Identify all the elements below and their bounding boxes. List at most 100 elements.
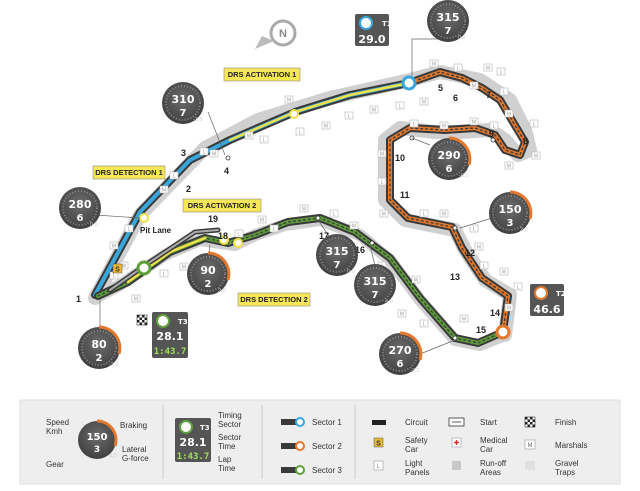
- marshal-post-icon: [469, 81, 479, 90]
- t1-time: 29.0: [358, 33, 385, 46]
- svg-text:Areas: Areas: [480, 468, 501, 477]
- marshal-post-icon: [397, 309, 407, 318]
- safety-car-icon: S: [112, 263, 123, 274]
- light-panel-icon: [124, 224, 134, 233]
- svg-text:Gravel: Gravel: [555, 459, 579, 468]
- gauge-gear: 7: [334, 260, 341, 271]
- stopwatch-icon: [534, 286, 548, 300]
- marshal-post-letter: M: [507, 306, 511, 312]
- gauge-gear: 2: [205, 279, 212, 290]
- light-panel-letter: L: [163, 272, 166, 278]
- svg-text:3: 3: [94, 445, 100, 455]
- marshal-post-letter: M: [287, 98, 291, 104]
- marshal-post-letter: M: [534, 154, 538, 160]
- sector-markers: [136, 75, 511, 340]
- svg-text:T3: T3: [200, 424, 210, 432]
- turn-13-label: 13: [450, 272, 460, 282]
- turn-15-label: 15: [476, 325, 486, 335]
- gauge-gear: 7: [445, 26, 452, 37]
- marshal-post-icon: [504, 303, 514, 312]
- marshal-post-letter: M: [486, 66, 490, 72]
- sector-3-marker: [136, 260, 152, 276]
- turn-11-label: 11: [400, 190, 410, 200]
- gauge-speed: 90: [200, 264, 216, 277]
- marshal-post-letter: M: [134, 297, 138, 303]
- light-panel-letter: L: [238, 232, 241, 238]
- turn-4-label: 4: [224, 166, 229, 176]
- drs-detection-2-label: DRS DETECTION 2: [240, 295, 308, 304]
- marshal-post-icon: [469, 117, 479, 126]
- light-panel-letter: L: [423, 212, 426, 218]
- svg-text:Run-off: Run-off: [480, 459, 507, 468]
- drs-labels: DRS ACTIVATION 1 DRS DETECTION 1 DRS ACT…: [92, 67, 311, 307]
- gauge-lateral-g: 0.0: [347, 269, 355, 275]
- light-panel-icon: [159, 269, 169, 278]
- light-panel-icon: [234, 229, 244, 238]
- marshal-post-icon: [131, 294, 141, 303]
- marshal-post-letter: M: [422, 100, 426, 106]
- marshal-post-letter: M: [324, 124, 328, 130]
- gauge-gear: 6: [446, 164, 453, 175]
- marshal-post-letter: M: [502, 270, 506, 276]
- legend-gauge: 150 3 -1.0 Speed Kmh Braking Gear Latera…: [46, 418, 149, 469]
- light-panel-letter: L: [399, 104, 402, 110]
- legend-symbols-2: Start Medical Car Run-off Areas: [448, 417, 508, 477]
- svg-text:S: S: [115, 267, 120, 274]
- gauge-speed: 280: [69, 198, 92, 211]
- gauge-gear: 7: [180, 108, 187, 119]
- svg-text:S: S: [376, 441, 381, 448]
- svg-text:Sector 3: Sector 3: [312, 466, 342, 475]
- light-panel-letter: L: [413, 122, 416, 128]
- gauge-gear: 2: [96, 353, 103, 364]
- t1-label: T1: [382, 20, 392, 28]
- marshal-post-icon: [377, 149, 387, 158]
- light-panel-icon: [419, 209, 429, 218]
- light-panel-icon: [395, 101, 405, 110]
- light-panel-letter: L: [493, 124, 496, 130]
- marshal-post-letter: M: [414, 278, 418, 284]
- marshal-post-letter: M: [372, 108, 376, 114]
- svg-text:Sector 2: Sector 2: [312, 442, 342, 451]
- marshal-post-icon: [504, 109, 514, 118]
- legend: 150 3 -1.0 Speed Kmh Braking Gear Latera…: [19, 399, 621, 485]
- marshal-post-letter: M: [472, 84, 476, 90]
- svg-text:Marshals: Marshals: [555, 441, 587, 450]
- svg-text:Sector: Sector: [218, 433, 241, 442]
- marshal-posts: MLMLMLMLMMLMMLMLMLMLMLMLMMLMMLMLMLMLMLML…: [109, 59, 541, 328]
- finish-flag-icon: [136, 314, 148, 326]
- light-panel-letter: L: [423, 322, 426, 328]
- stopwatch-icon: [156, 314, 170, 328]
- light-panel-letter: L: [203, 150, 206, 156]
- turn-3-label: 3: [181, 148, 186, 158]
- marshal-post-icon: [244, 131, 254, 140]
- light-panel-icon: [499, 87, 509, 96]
- marshal-post-letter: M: [260, 218, 264, 224]
- svg-text:Car: Car: [405, 445, 418, 454]
- compass: N: [255, 19, 297, 49]
- svg-text:G-force: G-force: [122, 454, 149, 463]
- sector-1-marker: [401, 75, 417, 91]
- light-panel-letter: L: [533, 122, 536, 128]
- light-panel-letter: L: [128, 227, 131, 233]
- marshal-post-icon: [299, 204, 309, 213]
- marshal-post-icon: [109, 241, 119, 250]
- gauge-speed: 80: [91, 338, 107, 351]
- svg-text:Timing: Timing: [218, 411, 242, 420]
- track-sector-2: [386, 68, 529, 336]
- light-panel-letter: L: [273, 227, 276, 233]
- turn-14-label: 14: [490, 308, 500, 318]
- marshal-post-icon: [439, 121, 449, 130]
- gauge-speed: 270: [389, 344, 412, 357]
- light-panel-letter: L: [333, 212, 336, 218]
- marshal-post-letter: M: [352, 224, 356, 230]
- marshal-post-letter: M: [122, 264, 126, 270]
- marshal-post-icon: [459, 314, 469, 323]
- light-panel-icon: [453, 63, 463, 72]
- svg-text:Sector 1: Sector 1: [312, 418, 342, 427]
- turn-5-label: 5: [438, 83, 443, 93]
